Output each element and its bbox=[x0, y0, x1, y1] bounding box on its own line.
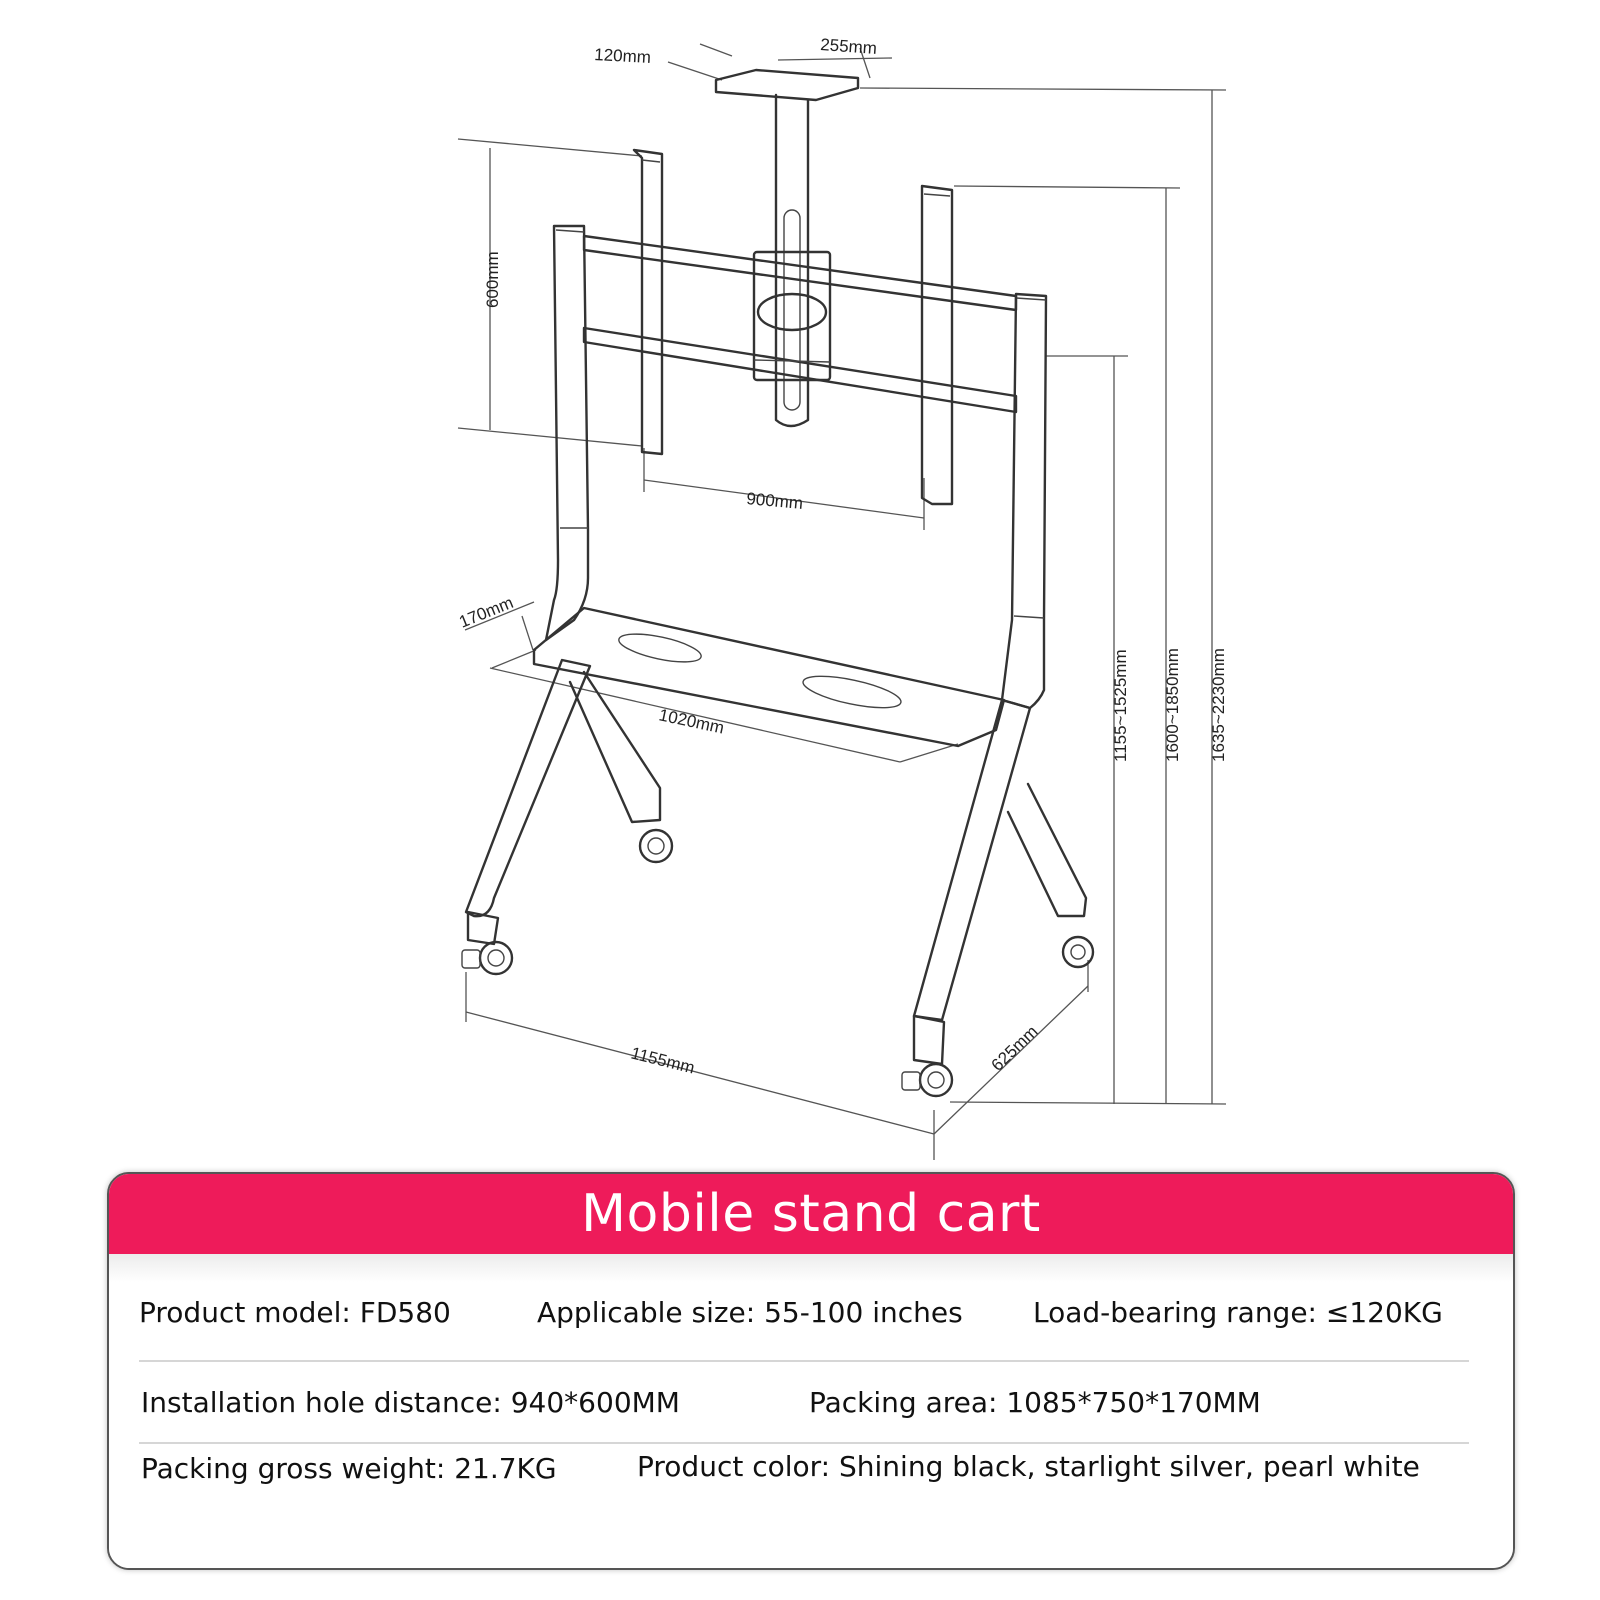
stand-frame bbox=[461, 68, 1095, 1098]
dim-top-plate-depth: 120mm bbox=[594, 45, 652, 67]
dim-height-total: 1635~2230mm bbox=[1209, 648, 1228, 762]
spec-packing-area: Packing area: 1085*750*170MM bbox=[809, 1386, 1261, 1419]
spec-hole-distance: Installation hole distance: 940*600MM bbox=[141, 1386, 680, 1419]
panel-title: Mobile stand cart bbox=[581, 1184, 1041, 1244]
spec-size: Applicable size: 55-100 inches bbox=[537, 1296, 963, 1329]
spec-divider bbox=[139, 1442, 1469, 1444]
dim-shelf-depth: 170mm bbox=[456, 593, 516, 632]
stand-diagram: 120mm 255mm 600mm 900mm 170mm 1020mm 115… bbox=[456, 35, 1228, 1160]
dim-height-mount: 1155~1525mm bbox=[1111, 649, 1130, 762]
panel-header: Mobile stand cart bbox=[109, 1174, 1513, 1254]
dim-bracket-span: 900mm bbox=[746, 489, 804, 513]
dim-base-width: 1155mm bbox=[629, 1043, 697, 1077]
spec-load: Load-bearing range: ≤120KG bbox=[1033, 1296, 1443, 1329]
dim-top-plate-width: 255mm bbox=[820, 35, 878, 58]
dimension-lines bbox=[457, 43, 1227, 1160]
dim-shelf-width: 1020mm bbox=[657, 705, 726, 737]
dim-height-bracket: 1600~1850mm bbox=[1163, 648, 1182, 762]
spec-divider bbox=[139, 1360, 1469, 1362]
dim-bracket-height: 600mm bbox=[483, 251, 502, 308]
spec-body: Product model: FD580 Applicable size: 55… bbox=[109, 1254, 1513, 1568]
spec-model: Product model: FD580 bbox=[139, 1296, 451, 1329]
spec-color: Product color: Shining black, starlight … bbox=[637, 1450, 1420, 1483]
spec-panel: Mobile stand cart Product model: FD580 A… bbox=[107, 1172, 1515, 1570]
spec-gross-weight: Packing gross weight: 21.7KG bbox=[141, 1452, 557, 1485]
dim-base-depth: 625mm bbox=[988, 1022, 1042, 1075]
